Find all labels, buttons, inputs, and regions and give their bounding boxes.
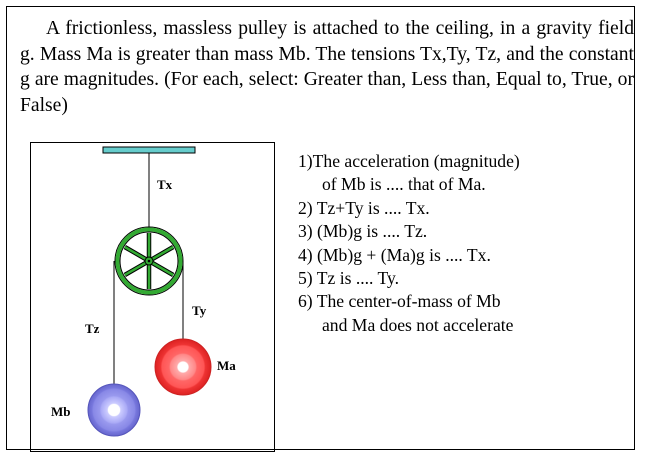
question-list: 1)The acceleration (magnitude) of Mb is … bbox=[298, 150, 520, 337]
pulley-wheel bbox=[114, 226, 184, 296]
pulley-diagram: Tx Ty Tz Ma Mb bbox=[30, 142, 275, 452]
question-text: 2) Tz+Ty is .... Tx. bbox=[298, 197, 430, 218]
pulley-diagram-svg: Tx Ty Tz Ma Mb bbox=[51, 146, 236, 437]
label-tx: Tx bbox=[157, 177, 173, 192]
question-text: 6) The center-of-mass of Mb bbox=[298, 291, 501, 312]
question-item: 4) (Mb)g + (Ma)g is .... Tx. bbox=[298, 244, 520, 267]
ceiling-bar bbox=[102, 146, 196, 154]
problem-statement: A frictionless, massless pulley is attac… bbox=[20, 18, 634, 116]
question-item: 6) The center-of-mass of Mb and Ma does … bbox=[298, 290, 520, 337]
label-tz: Tz bbox=[85, 321, 100, 336]
question-text: 3) (Mb)g is .... Tz. bbox=[298, 221, 428, 242]
question-text: 5) Tz is .... Ty. bbox=[298, 268, 400, 289]
question-text-continued: of Mb is .... that of Ma. bbox=[322, 174, 486, 195]
mass-a bbox=[154, 338, 212, 396]
question-item: 2) Tz+Ty is .... Tx. bbox=[298, 197, 520, 220]
problem-frame bbox=[6, 6, 635, 450]
question-item: 3) (Mb)g is .... Tz. bbox=[298, 220, 520, 243]
question-item: 1)The acceleration (magnitude) of Mb is … bbox=[298, 150, 520, 197]
question-item: 5) Tz is .... Ty. bbox=[298, 267, 520, 290]
label-ma: Ma bbox=[217, 358, 236, 373]
question-text: 1)The acceleration (magnitude) bbox=[298, 151, 520, 171]
label-mb: Mb bbox=[51, 404, 71, 419]
mass-b bbox=[87, 383, 141, 437]
label-ty: Ty bbox=[192, 303, 207, 318]
question-text: 4) (Mb)g + (Ma)g is .... Tx. bbox=[298, 244, 491, 265]
question-text-continued: and Ma does not accelerate bbox=[322, 314, 514, 335]
